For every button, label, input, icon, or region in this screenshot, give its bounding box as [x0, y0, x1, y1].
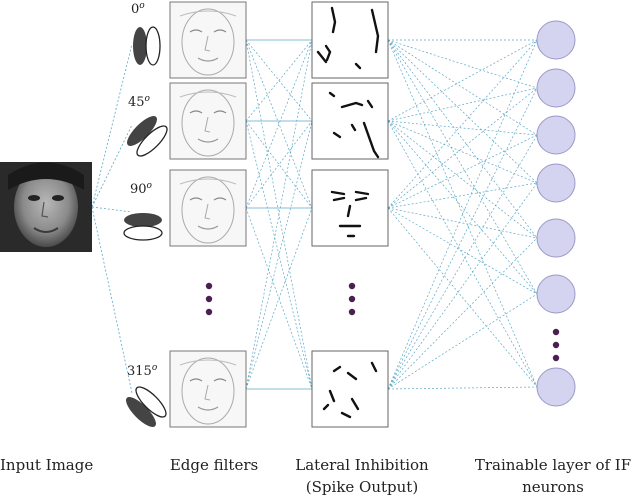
inhibition-to-neuron-connections	[387, 39, 538, 390]
edge-filter-box	[169, 82, 247, 160]
if-neuron	[536, 115, 576, 155]
edge-filters-caption: Edge filters	[169, 456, 259, 474]
if-neuron	[536, 367, 576, 407]
if-neuron	[536, 218, 576, 258]
spike-ellipsis	[348, 282, 356, 316]
edge-filter-box	[169, 1, 247, 79]
spike-output-box	[311, 350, 389, 428]
if-neuron	[536, 274, 576, 314]
filter-ellipsis	[205, 282, 213, 316]
neuron-ellipsis	[552, 328, 560, 362]
spike-output-box	[311, 169, 389, 247]
if-neuron-layer	[536, 20, 576, 407]
spike-output-box	[311, 1, 389, 79]
angle-label-0: 0o	[131, 1, 145, 17]
lateral-inhibition-caption: Lateral Inhibition (Spike Output)	[295, 456, 429, 496]
if-neuron	[536, 68, 576, 108]
spike-output-box	[311, 82, 389, 160]
orientation-45-icon	[127, 116, 168, 157]
angle-label-315: 315o	[127, 363, 158, 379]
filter-to-inhibition-connections	[245, 39, 313, 390]
edge-filter-box	[169, 350, 247, 428]
spike-output-images	[311, 1, 389, 428]
angle-label-90: 90o	[130, 181, 153, 197]
input-image-caption: Input Image	[0, 456, 94, 474]
if-neuron	[536, 20, 576, 60]
orientation-90-icon	[123, 213, 163, 241]
input-face-image	[0, 162, 92, 252]
angle-label-45: 45o	[128, 94, 151, 110]
orientation-0-icon	[133, 26, 161, 66]
edge-filter-box	[169, 169, 247, 247]
orientation-315-icon	[126, 386, 167, 427]
trainable-layer-caption: Trainable layer of IF neurons	[474, 456, 632, 496]
if-neuron	[536, 163, 576, 203]
input-to-filter-connections	[91, 43, 133, 394]
edge-filter-images	[169, 1, 247, 428]
